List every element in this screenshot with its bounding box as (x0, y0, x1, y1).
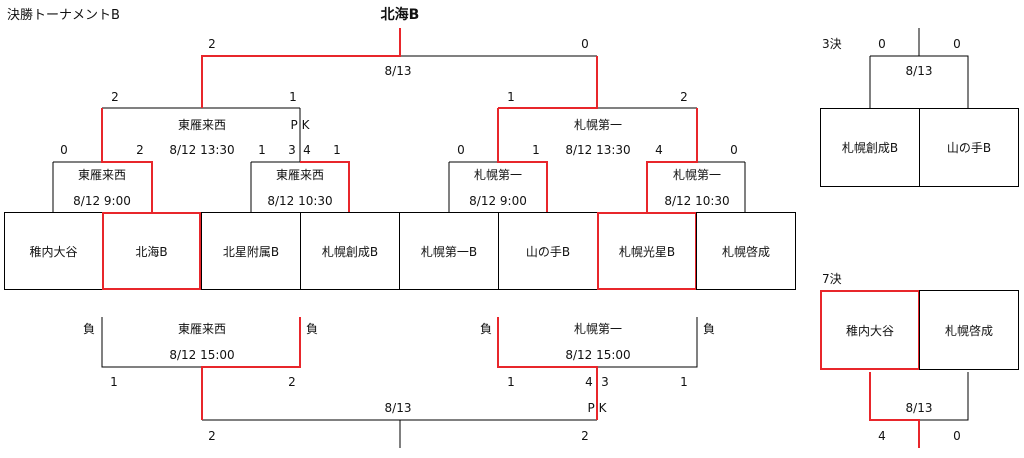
r1m3-venue: 札幌第一 (473, 168, 523, 182)
third-score-left: 0 (878, 37, 886, 51)
team-box: 北星附属B (201, 212, 301, 290)
cons2-score-left: 1 (507, 375, 515, 389)
seventh-date: 8/13 (905, 401, 933, 415)
seventh-score-left: 4 (878, 429, 886, 443)
team-box: 山の手B (498, 212, 598, 290)
team-box: 札幌啓成 (919, 290, 1019, 370)
r1m4-score-left: 4 (655, 143, 663, 157)
seventh-score-right: 0 (953, 429, 961, 443)
semi2-venue: 札幌第一 (573, 118, 623, 132)
team-box: 北海B (102, 212, 201, 290)
semi1-pk-left: 1 (258, 143, 266, 157)
cons1-venue: 東雁来西 (177, 322, 227, 336)
loser-label: 負 (702, 322, 716, 336)
r1m1-datetime: 8/12 9:00 (73, 194, 131, 208)
third-score-right: 0 (953, 37, 961, 51)
team-box: 札幌第一B (399, 212, 499, 290)
loser-label: 負 (82, 322, 96, 336)
r1m1-score-right: 2 (136, 143, 144, 157)
cons-final-score-left: 2 (208, 429, 216, 443)
cons-final-date: 8/13 (384, 401, 412, 415)
semi1-score-left: 2 (111, 90, 119, 104)
final-score-right: 0 (581, 37, 589, 51)
cons2-pk-right: 3 (601, 375, 609, 389)
team-box: 札幌創成B (820, 108, 920, 187)
team-box: 札幌光星B (597, 212, 697, 290)
semi1-pk-label: P K (290, 118, 310, 132)
semi2-datetime: 8/12 13:30 (565, 143, 631, 157)
loser-label: 負 (479, 322, 493, 336)
r1m4-datetime: 8/12 10:30 (664, 194, 730, 208)
cons2-pk-left: 4 (585, 375, 593, 389)
r1m2-venue: 東雁来西 (275, 168, 325, 182)
r1m3-datetime: 8/12 9:00 (469, 194, 527, 208)
cons2-datetime: 8/12 15:00 (565, 348, 631, 362)
final-date: 8/13 (384, 64, 412, 78)
r1m1-score-left: 0 (60, 143, 68, 157)
r1m2-score-right: 1 (333, 143, 341, 157)
cons1-datetime: 8/12 15:00 (169, 348, 235, 362)
r1m3-score-right: 1 (532, 143, 540, 157)
r1m4-venue: 札幌第一 (672, 168, 722, 182)
semi1-pk-right: 4 (303, 143, 311, 157)
third-place-label: 3決 (822, 37, 842, 51)
page-title: 決勝トーナメントB (7, 8, 120, 23)
final-score-left: 2 (208, 37, 216, 51)
team-box: 稚内大谷 (4, 212, 103, 290)
semi1-venue: 東雁来西 (177, 118, 227, 132)
r1m2-datetime: 8/12 10:30 (267, 194, 333, 208)
semi1-score-right: 1 (289, 90, 297, 104)
cons1-score-right: 2 (288, 375, 296, 389)
champion-label: 北海B (380, 7, 420, 23)
r1m2-score-left: 3 (288, 143, 296, 157)
semi2-score-left: 1 (507, 90, 515, 104)
team-box: 札幌啓成 (696, 212, 796, 290)
team-box: 札幌創成B (300, 212, 400, 290)
seventh-place-label: 7決 (822, 272, 842, 286)
semi2-score-right: 2 (680, 90, 688, 104)
semi1-datetime: 8/12 13:30 (169, 143, 235, 157)
third-date: 8/13 (905, 64, 933, 78)
r1m4-score-right: 0 (730, 143, 738, 157)
cons1-score-left: 1 (110, 375, 118, 389)
loser-label: 負 (305, 322, 319, 336)
team-box: 山の手B (919, 108, 1019, 187)
r1m3-score-left: 0 (457, 143, 465, 157)
cons2-venue: 札幌第一 (573, 322, 623, 336)
team-box: 稚内大谷 (820, 290, 920, 370)
cons2-score-right: 1 (680, 375, 688, 389)
cons-final-score-right: 2 (581, 429, 589, 443)
cons2-pk-label: P K (587, 401, 607, 415)
r1m1-venue: 東雁来西 (77, 168, 127, 182)
